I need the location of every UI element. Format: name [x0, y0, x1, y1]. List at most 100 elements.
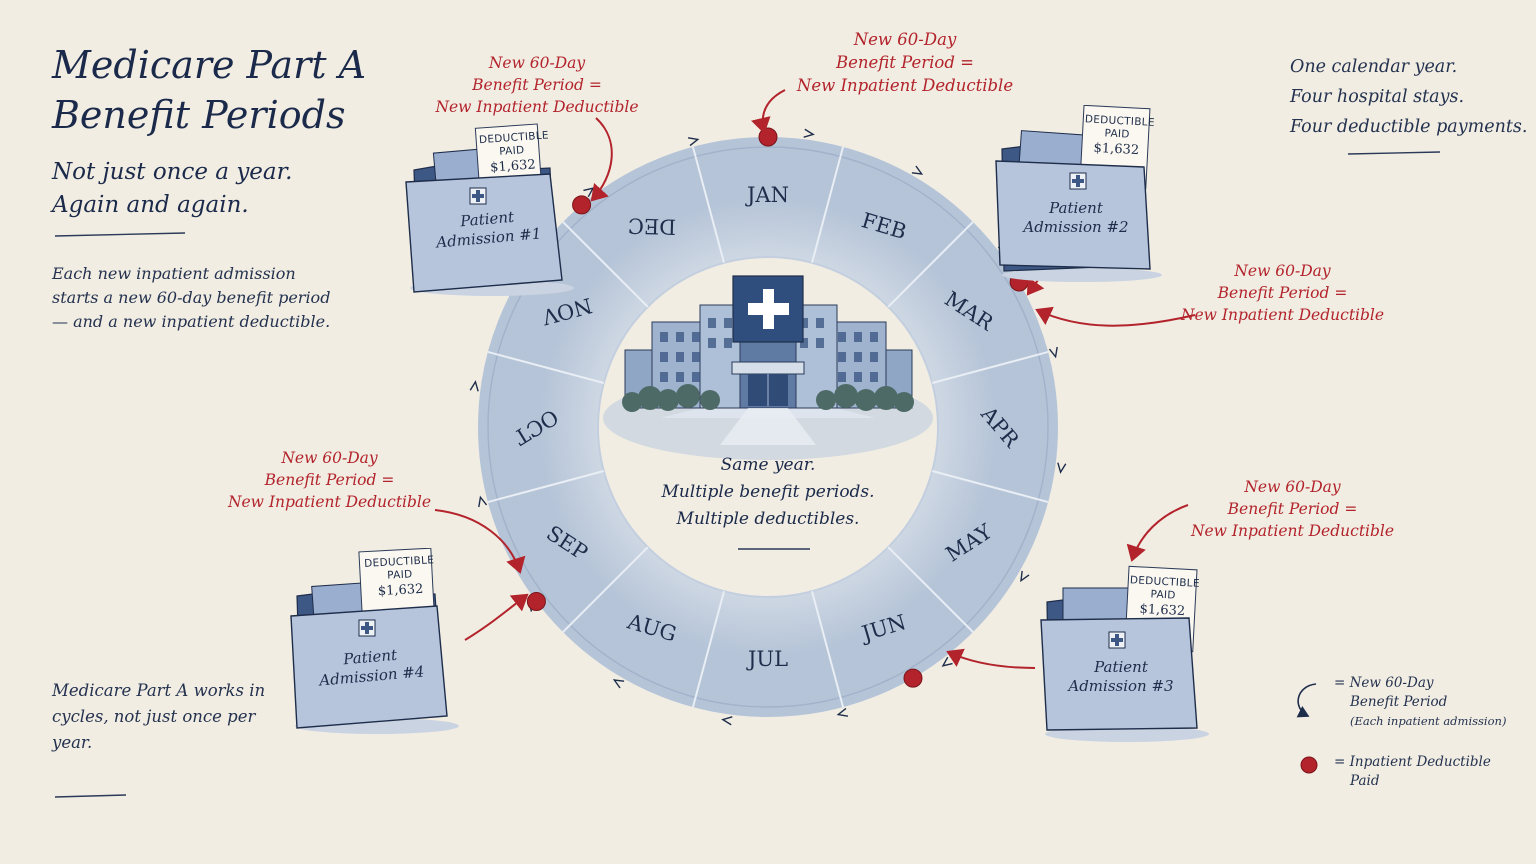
month-divider: [562, 546, 649, 633]
legend-cycle: = New 60-Day Benefit Period (Each inpati…: [1334, 674, 1506, 731]
month-divider: [487, 350, 605, 384]
callout-admission-2: New 60-Day Benefit Period = New Inpatien…: [1175, 260, 1390, 326]
month-divider: [931, 350, 1049, 384]
legend-dot-line-2: Paid: [1350, 773, 1380, 789]
cycle-arrow: [941, 656, 953, 667]
cycle-arrow: [687, 137, 700, 147]
admission-folder-2: DEDUCTIBLE PAID $1,632 Patient Admission…: [990, 104, 1170, 285]
legend-cycle-icon: [1296, 683, 1317, 718]
cycle-arrow: [721, 716, 733, 726]
receipt-4: DEDUCTIBLE PAID $1,632: [364, 554, 436, 601]
cycle-arrow: [911, 165, 924, 175]
month-divider: [562, 221, 649, 308]
summary-text: One calendar year. Four hospital stays. …: [1290, 52, 1527, 142]
title-line-1: Medicare Part A: [52, 43, 367, 87]
callout-line-1: New 60-Day: [853, 30, 957, 49]
center-caption-line-3: Multiple deductibles.: [676, 509, 860, 529]
legend-dot-line-1: = Inpatient Deductible: [1334, 754, 1491, 770]
deductible-dot: [526, 592, 546, 612]
legend-dot-icon: [1300, 756, 1318, 774]
callout-line-2: Benefit Period =: [835, 53, 975, 72]
folder-icon: [995, 104, 1162, 282]
cycle-arrow: [803, 128, 815, 138]
cycle-arrow: [469, 380, 479, 392]
callout-admission-1: New 60-Day Benefit Period = New Inpatien…: [432, 52, 642, 118]
month-dividers: [487, 146, 1049, 708]
deductible-dot: [572, 195, 592, 215]
folder-icon: [1040, 565, 1209, 742]
cycle-arrow: [1020, 570, 1030, 583]
folder-label-3: Patient Admission #3: [1061, 658, 1181, 696]
callout-line-2: Benefit Period =: [1217, 284, 1348, 302]
callout-line-3: New Inpatient Deductible: [227, 493, 432, 511]
callout-arrow-4b: [464, 593, 529, 641]
subtitle-line-1: Not just once a year.: [52, 159, 293, 185]
month-divider: [931, 470, 1049, 504]
callout-line-3: New Inpatient Deductible: [435, 98, 639, 116]
cycle-arrows: [469, 128, 1067, 726]
legend-cycle-line-1: = New 60-Day: [1334, 675, 1434, 691]
month-divider: [811, 590, 845, 708]
folder-icon: [405, 123, 574, 296]
callout-top: New 60-Day Benefit Period = New Inpatien…: [790, 28, 1020, 97]
month-divider: [691, 590, 725, 708]
cycle-arrow: [1057, 462, 1067, 474]
cycle-arrow: [583, 187, 595, 198]
folder-label-line-1: Patient: [1094, 658, 1148, 676]
month-label-dec: DEC: [628, 213, 677, 238]
description-text: Each new inpatient admission starts a ne…: [52, 264, 331, 331]
title-line-2: Benefit Periods: [52, 93, 346, 137]
summary-line-3: Four deductible payments.: [1290, 117, 1528, 137]
legend-dot: = Inpatient Deductible Paid: [1334, 753, 1491, 791]
summary-line-2: Four hospital stays.: [1290, 87, 1465, 107]
center-caption: Same year. Multiple benefit periods. Mul…: [618, 452, 918, 533]
page-title: Medicare Part A Benefit Periods: [52, 40, 366, 140]
callout-line-2: Benefit Period =: [1227, 500, 1358, 518]
callout-arrow-4: [434, 509, 526, 574]
receipt-2: DEDUCTIBLE PAID $1,632: [1083, 113, 1156, 159]
summary-line-1: One calendar year.: [1290, 57, 1458, 77]
folder-label-line-2: Admission #2: [1023, 218, 1129, 236]
admission-folder-4: DEDUCTIBLE PAID $1,632 Patient Admission…: [285, 547, 465, 738]
month-divider: [887, 221, 974, 308]
cycle-arrow: [1048, 346, 1058, 359]
callout-arrow-top: [751, 89, 786, 134]
folder-icon: [290, 547, 459, 734]
cycle-arrow: [612, 679, 625, 689]
month-divider: [811, 146, 845, 264]
callout-line-1: New 60-Day: [281, 449, 378, 467]
bottom-note: Medicare Part A works in cycles, not jus…: [52, 681, 266, 752]
receipt-amount: $1,632: [1093, 140, 1140, 159]
folder-label-2: Patient Admission #2: [1016, 199, 1136, 237]
folder-label-line-2: Admission #3: [1068, 677, 1174, 695]
callout-arrow-3b: [946, 648, 1036, 669]
center-caption-line-2: Multiple benefit periods.: [661, 482, 875, 502]
month-ring: [478, 137, 1058, 717]
deductible-dot: [758, 127, 778, 147]
month-divider: [691, 146, 725, 264]
deductible-dot: [903, 668, 923, 688]
folder-label-line-1: Patient: [1049, 199, 1103, 217]
callout-line-1: New 60-Day: [1244, 478, 1341, 496]
callout-line-3: New Inpatient Deductible: [796, 76, 1014, 95]
month-divider: [887, 546, 974, 633]
hospital-illustration: [603, 275, 933, 460]
callout-arrow-3: [1126, 504, 1189, 562]
page-subtitle: Not just once a year. Again and again.: [52, 156, 292, 222]
month-label-jan: JAN: [745, 183, 789, 207]
month-label-jul: JUL: [746, 647, 788, 671]
callout-arrow-2: [1035, 306, 1196, 327]
legend-cycle-line-2: Benefit Period: [1350, 694, 1448, 710]
callout-arrow-1: [590, 117, 613, 202]
callout-line-2: Benefit Period =: [264, 471, 395, 489]
callout-line-1: New 60-Day: [1234, 262, 1331, 280]
callout-line-2: Benefit Period =: [472, 76, 602, 94]
admission-folder-3: DEDUCTIBLE PAID $1,632 Patient Admission…: [1035, 562, 1215, 747]
cycle-arrow: [478, 495, 488, 508]
subtitle-line-2: Again and again.: [52, 192, 249, 218]
receipt-1: DEDUCTIBLE PAID $1,632: [479, 129, 550, 177]
callout-admission-4: New 60-Day Benefit Period = New Inpatien…: [222, 447, 437, 513]
receipt-amount: $1,632: [1139, 601, 1186, 620]
